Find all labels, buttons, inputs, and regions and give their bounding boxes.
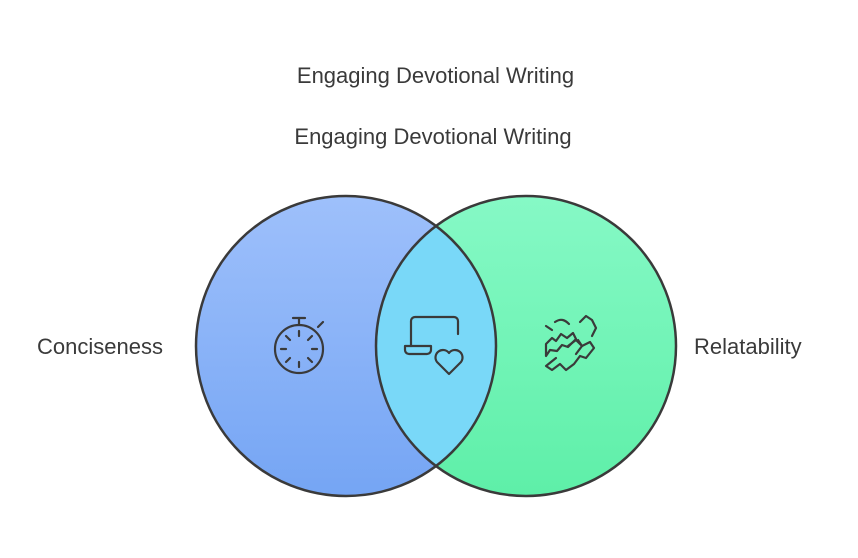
helping-hands-icon — [544, 314, 598, 372]
laptop-heart-icon — [403, 315, 464, 376]
diagram-title: Engaging Devotional Writing — [296, 63, 575, 88]
stopwatch-icon — [273, 316, 325, 375]
set-label-conciseness: Conciseness — [37, 334, 163, 359]
set-outline-relatability — [374, 194, 678, 498]
set-outline-conciseness — [194, 194, 498, 498]
set-label-relatability: Relatability — [694, 334, 802, 359]
intersection-label: Engaging Devotional Writing — [294, 124, 572, 149]
set-intersection — [376, 196, 496, 496]
